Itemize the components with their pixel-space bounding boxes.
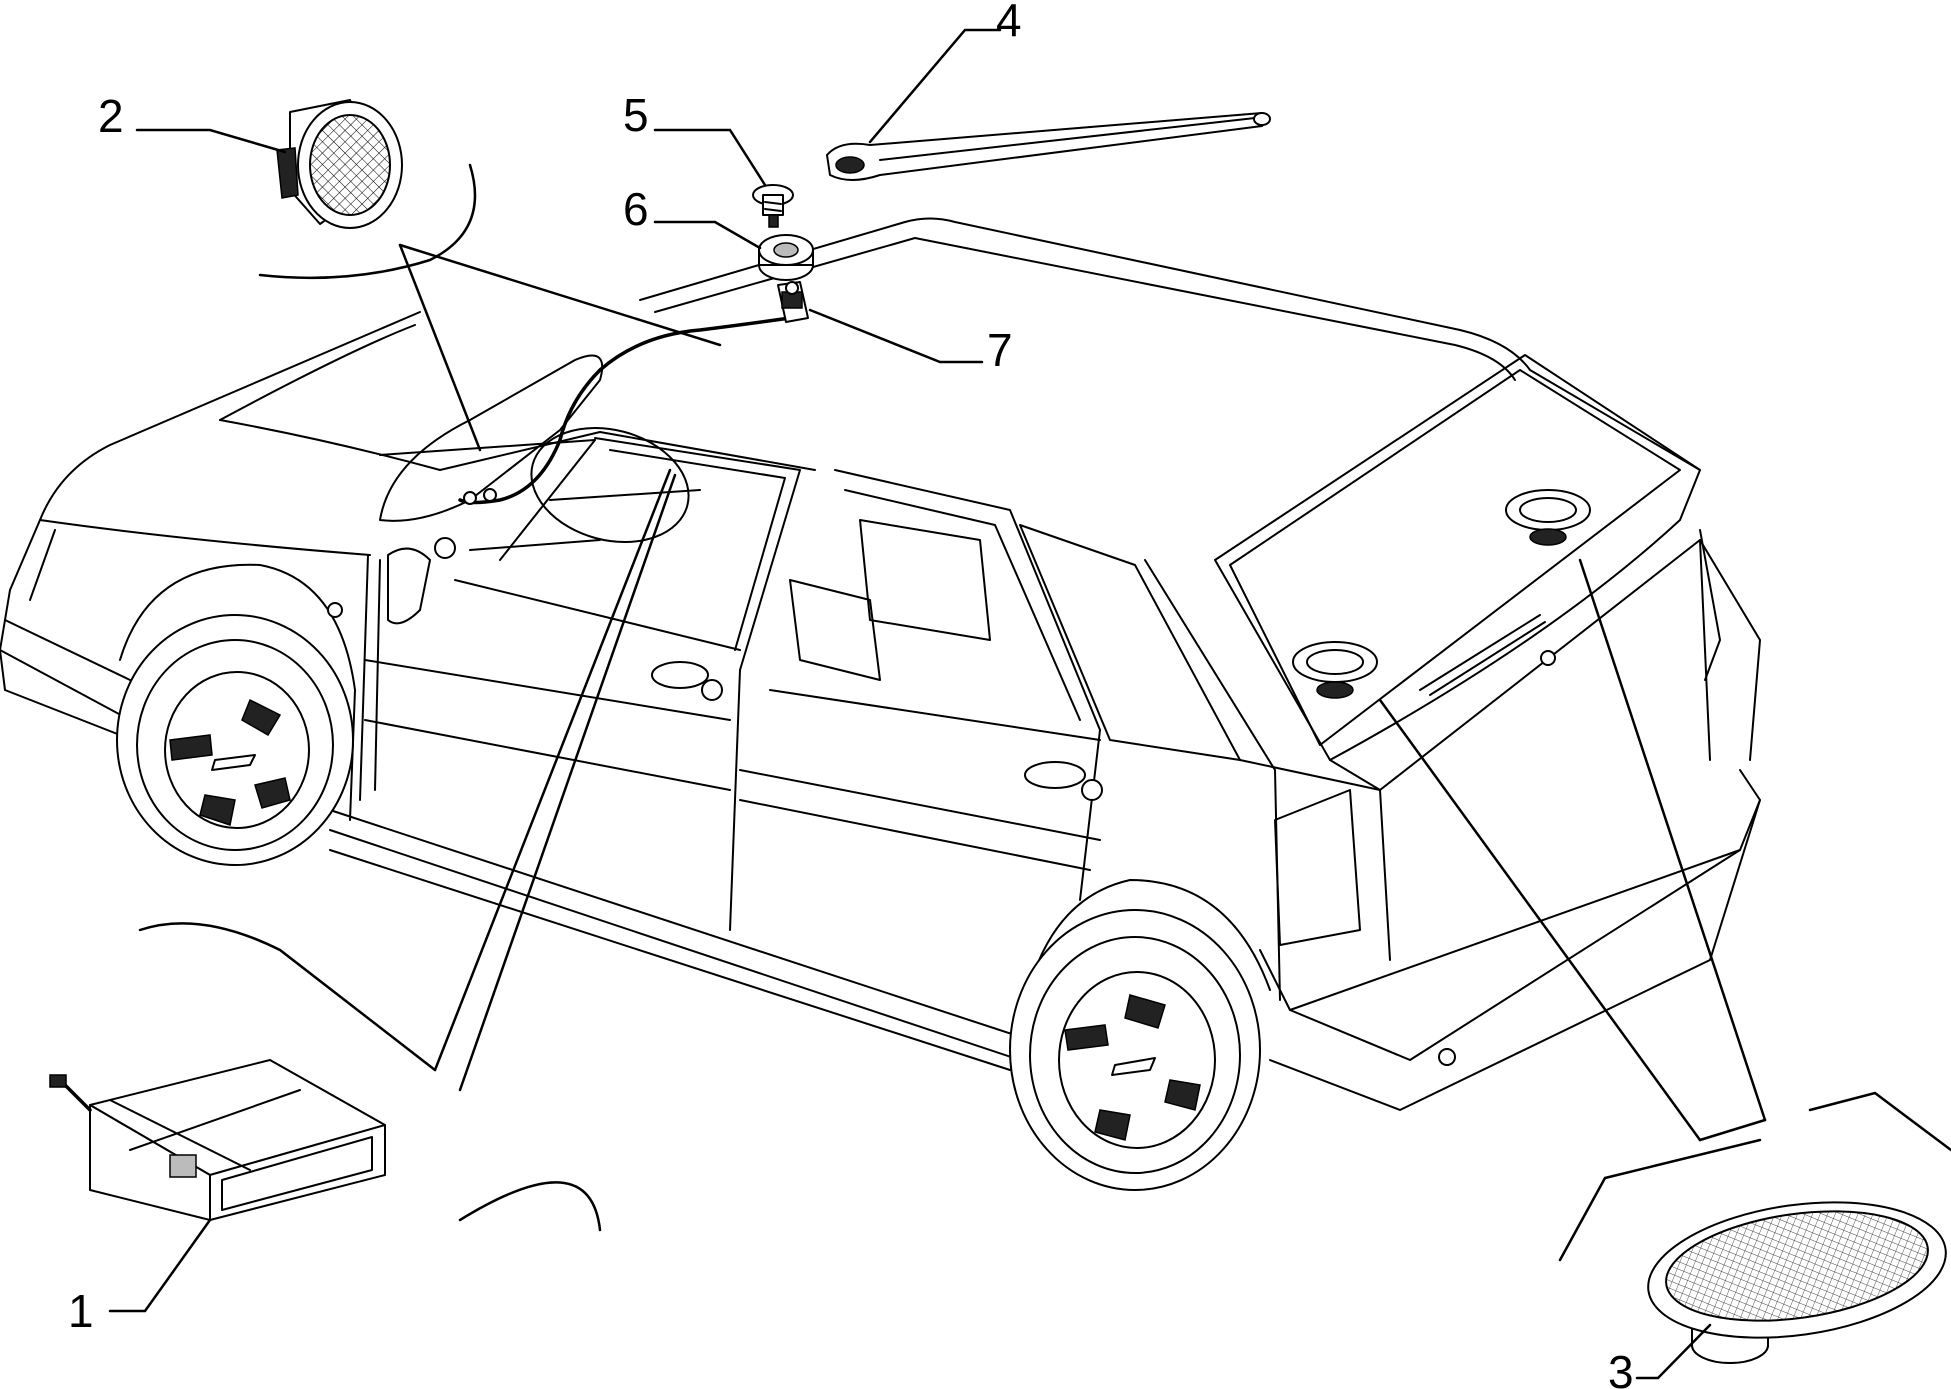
antenna-base-part xyxy=(758,234,814,281)
antenna-mast-part xyxy=(826,112,1271,181)
callout-5: 5 xyxy=(623,89,649,141)
callout-4: 4 xyxy=(996,0,1022,46)
callout-3: 3 xyxy=(1608,1346,1634,1389)
radio-receiver-part xyxy=(49,1059,386,1221)
callout-6: 6 xyxy=(623,183,649,235)
antenna-connector-part xyxy=(777,281,809,323)
callout-7: 7 xyxy=(987,324,1013,376)
car-illustration xyxy=(0,217,1761,1111)
front-wheel xyxy=(116,614,354,866)
antenna-screw-part xyxy=(752,184,794,228)
front-speaker-part xyxy=(276,99,403,229)
leader-lines xyxy=(108,28,1951,1380)
rear-speaker-part xyxy=(1647,1201,1947,1364)
callout-labels: 1 2 3 4 5 6 7 xyxy=(68,0,1634,1389)
rear-wheel xyxy=(1009,909,1261,1191)
callout-1: 1 xyxy=(68,1285,94,1337)
callout-2: 2 xyxy=(98,90,124,142)
